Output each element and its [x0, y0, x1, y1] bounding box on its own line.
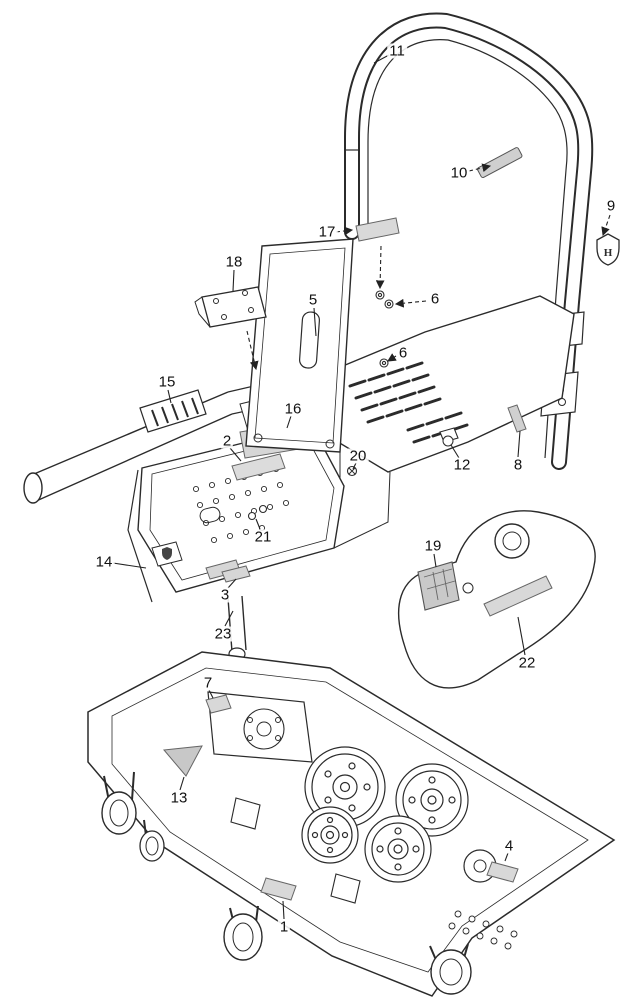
callout-18: 18 [223, 253, 245, 271]
decal-17 [355, 217, 400, 242]
pulley [395, 763, 469, 837]
ribbed-plate-15 [139, 389, 207, 433]
bracket-18 [194, 286, 267, 328]
callout-9: 9 [604, 197, 618, 215]
deck-arrow-13 [163, 745, 203, 777]
pulley [301, 806, 359, 864]
decal-3 [221, 565, 251, 583]
callout-4: 4 [502, 837, 516, 855]
callout-13: 13 [168, 789, 190, 807]
callout-12: 12 [451, 456, 473, 474]
callout-11: 11 [387, 42, 407, 60]
pulley [364, 815, 432, 883]
vent-panel [406, 411, 469, 444]
callout-22: 22 [516, 654, 538, 672]
decal-4 [486, 861, 519, 883]
callout-6: 6 [396, 344, 410, 362]
tank-decal-22 [483, 575, 553, 617]
callout-7: 7 [201, 674, 215, 692]
vent-panel [348, 361, 442, 424]
callout-21: 21 [252, 528, 274, 546]
rops-decal-10 [477, 147, 523, 179]
caster-wheel [101, 771, 137, 835]
callout-5: 5 [306, 291, 320, 309]
fuel-cap [494, 523, 530, 559]
callout-8: 8 [511, 456, 525, 474]
callout-20: 20 [347, 447, 369, 465]
callout-3: 3 [218, 586, 232, 604]
callout-10: 10 [448, 164, 470, 182]
callout-2: 2 [220, 432, 234, 450]
part-7 [205, 694, 232, 714]
fuel-tank [397, 510, 596, 689]
decal-1 [260, 877, 297, 901]
caster-wheel [139, 819, 165, 862]
callout-15: 15 [156, 373, 178, 391]
mower-deck [87, 651, 616, 997]
crest-letter: H [604, 247, 613, 259]
caster-wheel [429, 943, 472, 995]
engine-platform [337, 295, 575, 473]
callout-16: 16 [282, 400, 304, 418]
callout-19: 19 [422, 537, 444, 555]
seat-plate [245, 238, 354, 453]
seat-slot [299, 311, 320, 369]
callout-17: 17 [316, 223, 338, 241]
husqvarna-crest: H [596, 233, 620, 266]
callout-1: 1 [277, 918, 291, 936]
caster-wheel [223, 905, 263, 961]
callout-6: 6 [428, 290, 442, 308]
decal-2 [231, 453, 286, 481]
decal-8 [507, 404, 527, 433]
hardware-washers [247, 290, 394, 521]
bolt-21 [258, 504, 268, 514]
callout-14: 14 [93, 553, 115, 571]
bolt-21 [247, 511, 257, 521]
footrest-brand-decal [151, 541, 183, 567]
callout-23: 23 [212, 625, 234, 643]
